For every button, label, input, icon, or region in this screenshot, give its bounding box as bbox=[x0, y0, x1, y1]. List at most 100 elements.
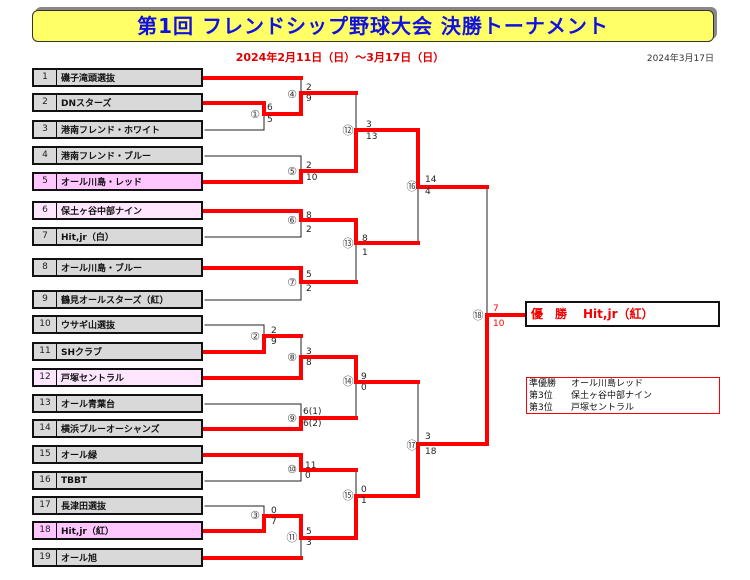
match-number: ⑥ bbox=[287, 214, 297, 227]
score-top: 3 bbox=[306, 347, 312, 357]
team-name: オール川島・レッド bbox=[61, 178, 143, 188]
team-row: 16 TBBT bbox=[32, 471, 203, 490]
score-bottom: 0 bbox=[305, 471, 311, 481]
score-bottom: 1 bbox=[362, 248, 368, 258]
score-top: 5 bbox=[306, 270, 312, 280]
team-name: オール旭 bbox=[61, 554, 98, 564]
team-name: 横浜ブルーオーシャンズ bbox=[61, 425, 160, 435]
match-number: ⑭ bbox=[343, 375, 354, 388]
team-name: Hit,jr（紅） bbox=[61, 527, 114, 537]
seed-number: 18 bbox=[34, 523, 57, 538]
standing-label: 第3位 bbox=[529, 403, 553, 413]
seed-number: 3 bbox=[34, 122, 57, 137]
score-bottom: 8 bbox=[306, 358, 312, 368]
standing-team: 戸塚セントラル bbox=[571, 403, 635, 413]
team-row: 14 横浜ブルーオーシャンズ bbox=[32, 419, 203, 438]
team-name: ウサギ山選抜 bbox=[61, 321, 116, 331]
match-number: ⑫ bbox=[343, 124, 354, 137]
match-number: ⑮ bbox=[343, 489, 354, 502]
standing-row: 準優勝 オール川島レッド bbox=[529, 378, 719, 390]
score-bottom: 7 bbox=[271, 517, 277, 527]
standing-label: 第3位 bbox=[529, 391, 553, 401]
team-row: 11 SHクラブ bbox=[32, 342, 203, 361]
seed-number: 2 bbox=[34, 95, 57, 110]
score-top: 8 bbox=[362, 234, 368, 244]
score-bottom: 3 bbox=[306, 538, 312, 548]
standing-row: 第3位 保土ヶ谷中部ナイン bbox=[529, 390, 719, 402]
score-top: 14 bbox=[425, 175, 437, 185]
standing-team: オール川島レッド bbox=[571, 379, 644, 389]
score-bottom: 6(2) bbox=[303, 419, 321, 429]
score-bottom: 9 bbox=[306, 94, 312, 104]
score-top: 6(1) bbox=[303, 407, 321, 417]
team-name: オール緑 bbox=[61, 451, 98, 461]
team-name: オール青葉台 bbox=[61, 400, 116, 410]
match-number: ⑬ bbox=[343, 237, 354, 250]
score-top: 8 bbox=[306, 211, 312, 221]
score-bottom: 2 bbox=[306, 225, 312, 235]
seed-number: 7 bbox=[34, 229, 57, 244]
team-name: 鶴見オールスターズ（紅） bbox=[61, 296, 169, 306]
team-name: 戸塚セントラル bbox=[61, 374, 125, 384]
team-name: TBBT bbox=[61, 475, 87, 486]
seed-number: 13 bbox=[34, 396, 57, 411]
score-top: 2 bbox=[306, 161, 312, 171]
score-top: 2 bbox=[306, 83, 312, 93]
score-top: 0 bbox=[271, 506, 277, 516]
standing-team: 保土ヶ谷中部ナイン bbox=[571, 391, 653, 401]
team-name: オール川島・ブルー bbox=[61, 264, 143, 274]
score-top: 9 bbox=[361, 372, 367, 382]
team-row: 5 オール川島・レッド bbox=[32, 172, 203, 191]
score-bottom: 0 bbox=[361, 383, 367, 393]
seed-number: 5 bbox=[34, 174, 57, 189]
match-number: ① bbox=[250, 108, 260, 121]
score-bottom: 10 bbox=[306, 173, 318, 183]
score-top: 3 bbox=[366, 120, 372, 130]
team-name: Hit,jr（白） bbox=[61, 233, 114, 243]
standing-row: 第3位 戸塚セントラル bbox=[529, 402, 719, 414]
score-top: 3 bbox=[425, 432, 431, 442]
score-top: 0 bbox=[361, 485, 367, 495]
match-number: ⑨ bbox=[287, 412, 297, 425]
score-top: 7 bbox=[493, 304, 499, 314]
team-row: 10 ウサギ山選抜 bbox=[32, 315, 203, 334]
team-name: SHクラブ bbox=[61, 348, 103, 358]
team-name: DNスターズ bbox=[61, 99, 112, 109]
team-name: 港南フレンド・ブルー bbox=[61, 152, 152, 162]
match-number: ⑯ bbox=[407, 180, 418, 193]
seed-number: 14 bbox=[34, 421, 57, 436]
team-row: 7 Hit,jr（白） bbox=[32, 227, 203, 246]
match-number: ⑧ bbox=[287, 351, 297, 364]
seed-number: 17 bbox=[34, 498, 57, 513]
score-top: 6 bbox=[267, 103, 273, 113]
seed-number: 10 bbox=[34, 317, 57, 332]
score-bottom: 13 bbox=[366, 132, 377, 142]
seed-number: 1 bbox=[34, 70, 57, 85]
match-number: ⑪ bbox=[287, 531, 298, 544]
score-bottom: 1 bbox=[361, 496, 367, 506]
match-number: ⑤ bbox=[287, 165, 297, 178]
match-number: ⑦ bbox=[287, 276, 297, 289]
score-bottom: 4 bbox=[425, 187, 431, 197]
seed-number: 16 bbox=[34, 473, 57, 488]
seed-number: 11 bbox=[34, 344, 57, 359]
standing-label: 準優勝 bbox=[529, 379, 557, 389]
seed-number: 9 bbox=[34, 292, 57, 307]
team-name: 長津田選抜 bbox=[61, 502, 107, 512]
champion-label: 優 勝 bbox=[531, 307, 568, 321]
team-row: 17 長津田選抜 bbox=[32, 496, 203, 515]
team-row: 18 Hit,jr（紅） bbox=[32, 521, 203, 540]
score-top: 2 bbox=[271, 326, 277, 336]
match-number: ⑰ bbox=[407, 439, 418, 452]
score-top: 11 bbox=[305, 461, 316, 471]
score-bottom: 18 bbox=[425, 447, 437, 457]
seed-number: 6 bbox=[34, 203, 57, 218]
team-row: 9 鶴見オールスターズ（紅） bbox=[32, 290, 203, 309]
